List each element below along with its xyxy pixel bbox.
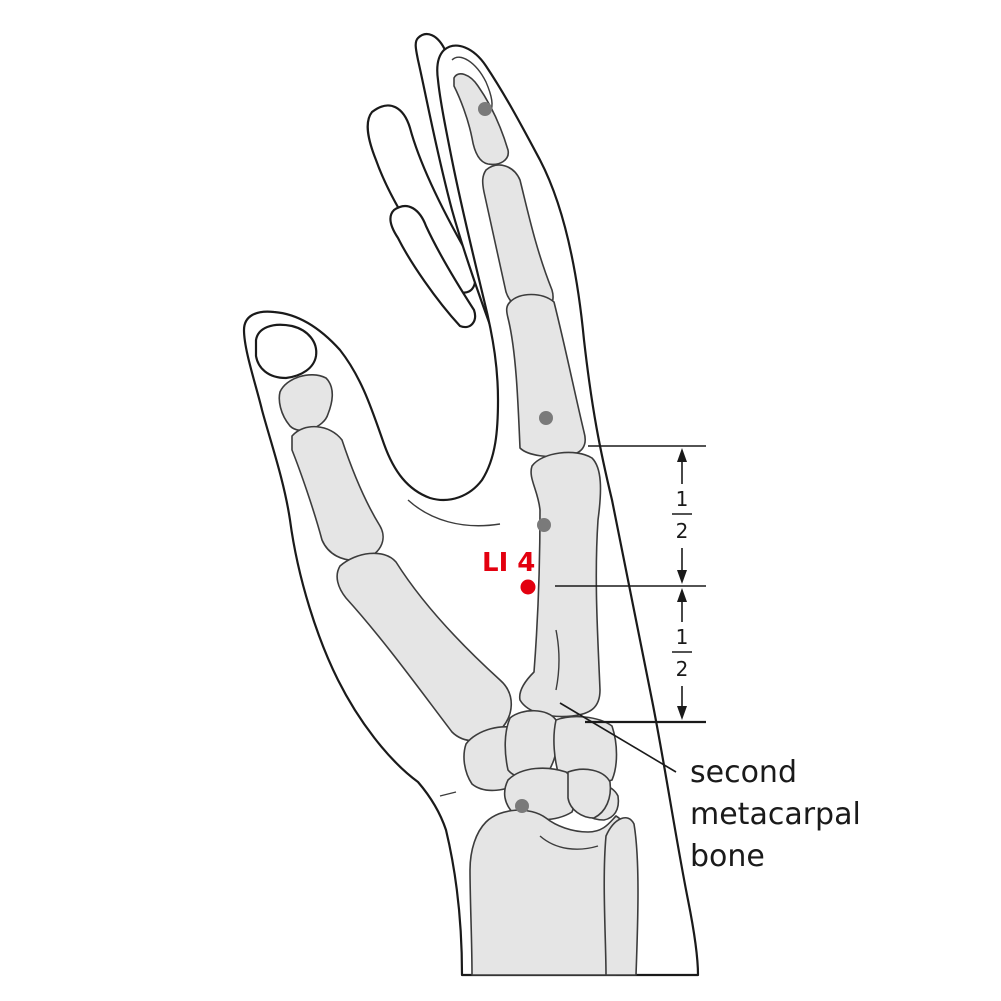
- finger-outline-little: [389, 204, 477, 329]
- index-distal-phalanx: [453, 73, 510, 166]
- caption-line-2: metacarpal: [690, 797, 861, 832]
- landmark-dot-fingertip: [478, 102, 492, 116]
- lower-fraction-denominator: 2: [676, 657, 689, 681]
- caption-line-1: second: [690, 755, 797, 790]
- lower-arrow-up-icon: [677, 588, 687, 602]
- upper-fraction-denominator: 2: [676, 519, 689, 543]
- carpal-lunate: [567, 768, 612, 819]
- thumbnail: [254, 323, 318, 380]
- radius-ridge: [539, 835, 599, 850]
- upper-fraction-numerator: 1: [676, 487, 689, 511]
- second-metacarpal: [518, 451, 602, 718]
- upper-arrow-down-icon: [677, 570, 687, 584]
- caption-line-3: bone: [690, 839, 765, 874]
- lower-fraction-numerator: 1: [676, 625, 689, 649]
- ulna: [603, 816, 639, 976]
- finger-outline-ring: [366, 104, 477, 294]
- wrist-crease: [439, 791, 457, 797]
- caption-leader-line: [559, 702, 677, 773]
- li4-point-marker: [520, 579, 536, 595]
- thumb-proximal-phalanx: [291, 425, 384, 562]
- landmark-dot-metacarpal-head: [537, 518, 551, 532]
- thumb-distal-phalanx: [278, 374, 334, 432]
- index-nail: [451, 56, 493, 113]
- upper-arrow-up-icon: [677, 448, 687, 462]
- lower-arrow-down-icon: [677, 706, 687, 720]
- li4-point-label: LI 4: [482, 548, 535, 578]
- landmark-dot-wrist: [515, 799, 529, 813]
- landmark-dot-middle-joint: [539, 411, 553, 425]
- metacarpal-ridge: [555, 629, 560, 691]
- palm-crease: [407, 499, 501, 527]
- carpal-capitate: [553, 715, 618, 786]
